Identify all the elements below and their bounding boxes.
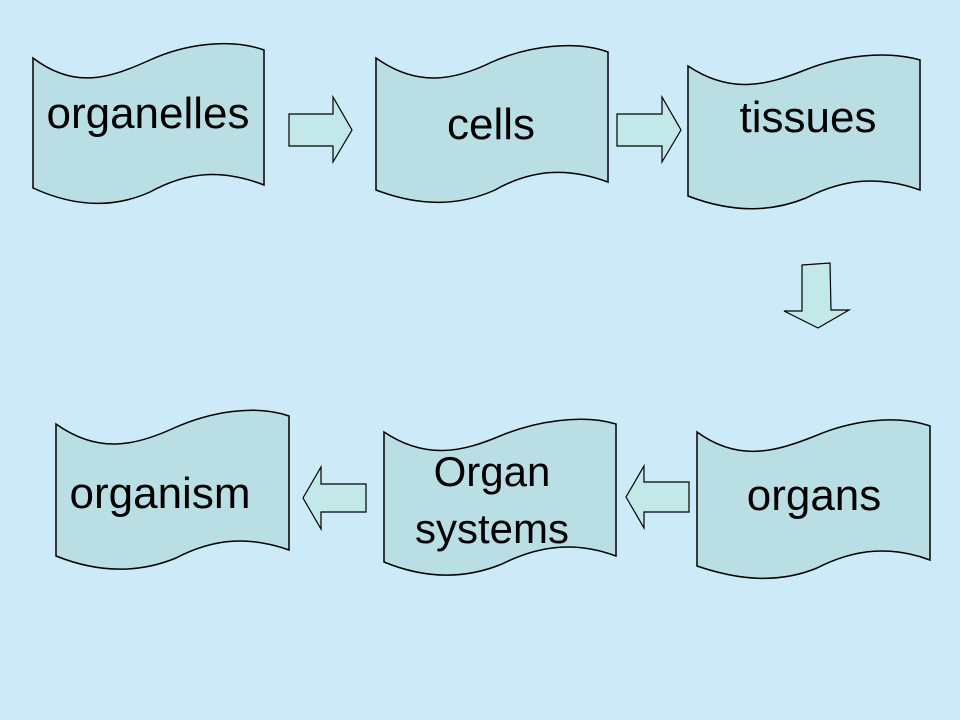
node-organs-shape <box>696 419 931 580</box>
node-organ-systems: Organ systems <box>383 418 617 576</box>
node-organ-systems-label-line1: Organ <box>434 448 551 495</box>
node-organelles-shape <box>32 42 265 205</box>
node-cells-label: cells <box>447 100 535 149</box>
node-tissues: tissues <box>687 54 921 210</box>
arrow-organelles-to-cells <box>288 94 353 165</box>
node-organelles-label: organelles <box>46 89 249 138</box>
arrow-tissues-to-organs <box>783 262 852 329</box>
node-cells: cells <box>375 44 609 204</box>
node-organism-shape <box>55 409 290 570</box>
node-organism-label: organism <box>70 469 251 518</box>
node-organ-systems-shape <box>383 418 617 576</box>
node-organs-label: organs <box>747 471 882 520</box>
node-cells-shape <box>375 44 609 204</box>
arrow-cells-to-tissues <box>616 94 682 165</box>
arrow-organ-systems-to-organism <box>302 464 367 532</box>
node-organelles: organelles <box>32 42 265 205</box>
node-tissues-shape <box>687 54 921 210</box>
node-tissues-label: tissues <box>740 93 877 142</box>
node-organs: organs <box>696 419 931 580</box>
arrow-organs-to-organ-systems <box>625 463 690 531</box>
node-organism: organism <box>55 409 290 570</box>
node-organ-systems-label-line2: systems <box>415 505 569 552</box>
